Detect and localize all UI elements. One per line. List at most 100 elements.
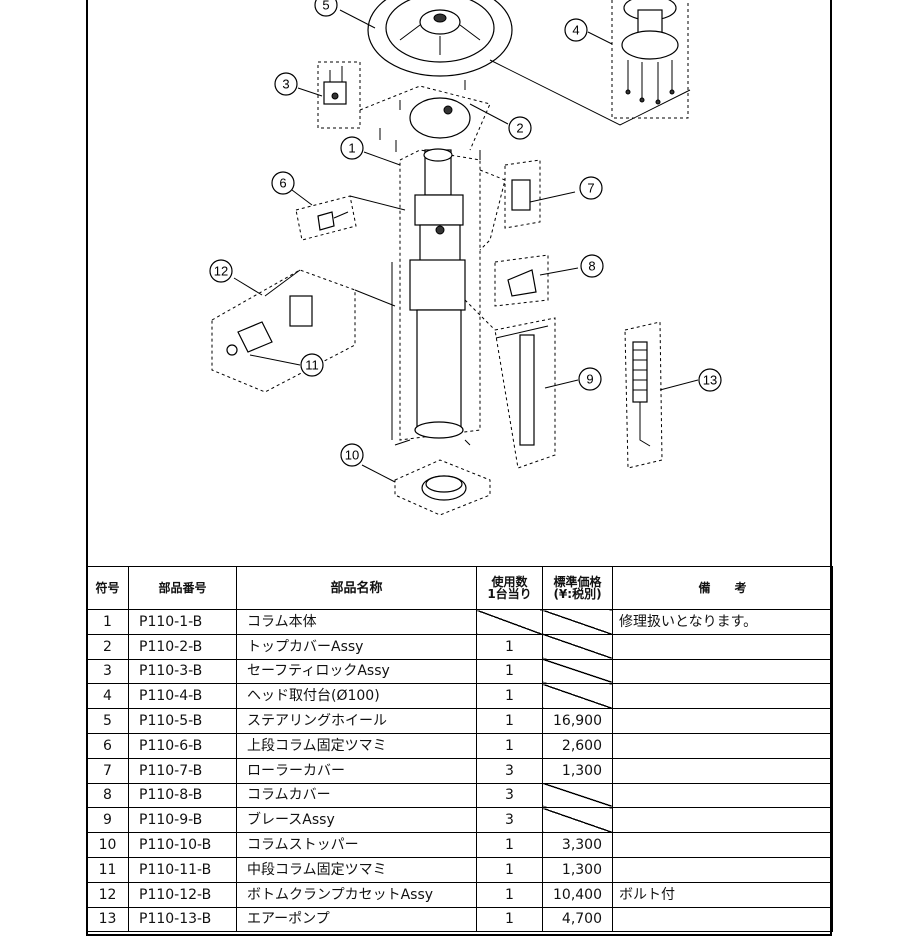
bottom-clamp-part <box>211 269 396 393</box>
row-part-no: P110-6-B <box>128 732 237 759</box>
row-price <box>542 658 613 685</box>
row-price <box>542 807 613 834</box>
row-qty: 1 <box>476 708 543 734</box>
row-price <box>542 609 613 635</box>
row-qty: 1 <box>476 856 543 883</box>
svg-text:9: 9 <box>586 372 593 387</box>
row-name: ヘッド取付台(Ø100) <box>236 683 477 710</box>
callout-2: 2 <box>469 103 532 140</box>
row-note <box>612 732 833 759</box>
row-name: セーフティロックAssy <box>236 658 477 685</box>
row-name: ローラーカバー <box>236 757 477 784</box>
svg-text:7: 7 <box>587 181 594 196</box>
callout-13: 13 <box>698 368 722 392</box>
row-qty: 1 <box>476 732 543 759</box>
head-mount-part <box>611 0 689 119</box>
svg-text:10: 10 <box>345 448 359 463</box>
row-price: 3,300 <box>542 832 613 858</box>
roller-cover-part <box>479 159 576 251</box>
header-note: 備 考 <box>612 566 833 610</box>
callout-10: 10 <box>340 443 364 467</box>
row-qty: 3 <box>476 757 543 784</box>
row-qty: 1 <box>476 832 543 858</box>
row-name: 中段コラム固定ツマミ <box>236 856 477 883</box>
upper-knob-part <box>295 195 406 241</box>
row-price: 1,300 <box>542 757 613 784</box>
row-name: コラムカバー <box>236 782 477 809</box>
svg-text:3: 3 <box>282 77 289 92</box>
row-note <box>612 832 833 858</box>
row-no: 13 <box>86 906 129 933</box>
callout-8: 8 <box>580 254 604 278</box>
header-qty-line1: 使用数 <box>491 575 528 589</box>
svg-text:13: 13 <box>703 373 717 388</box>
row-note <box>612 708 833 734</box>
row-no: 8 <box>86 782 129 809</box>
row-no: 1 <box>86 609 129 635</box>
row-note: ボルト付 <box>612 881 833 908</box>
row-price <box>542 782 613 809</box>
svg-text:1: 1 <box>348 141 355 156</box>
svg-text:4: 4 <box>572 23 579 38</box>
row-part-no: P110-4-B <box>128 683 237 710</box>
row-note <box>612 633 833 660</box>
safety-lock-part <box>317 61 361 129</box>
row-qty: 1 <box>476 658 543 685</box>
exploded-parts-diagram: 5 4 3 2 1 6 7 12 8 11 9 13 10 <box>209 0 722 516</box>
row-no: 9 <box>86 807 129 834</box>
callout-6: 6 <box>271 171 313 206</box>
row-name: ボトムクランプカセットAssy <box>236 881 477 908</box>
svg-text:11: 11 <box>305 358 319 373</box>
row-note <box>612 683 833 710</box>
row-part-no: P110-12-B <box>128 881 237 908</box>
row-qty: 1 <box>476 633 543 660</box>
row-part-no: P110-10-B <box>128 832 237 858</box>
row-price: 10,400 <box>542 881 613 908</box>
svg-text:2: 2 <box>516 121 523 136</box>
row-note <box>612 906 833 933</box>
row-qty: 1 <box>476 683 543 710</box>
callout-5: 5 <box>314 0 376 29</box>
row-no: 12 <box>86 881 129 908</box>
row-qty <box>476 609 543 635</box>
row-note: 修理扱いとなります。 <box>612 609 833 635</box>
svg-text:8: 8 <box>588 259 595 274</box>
row-price: 2,600 <box>542 732 613 759</box>
svg-text:6: 6 <box>279 176 286 191</box>
column-stopper-part <box>394 459 491 516</box>
column-body-part <box>391 148 481 446</box>
callout-1: 1 <box>340 136 401 166</box>
brace-part <box>464 299 579 469</box>
row-note <box>612 757 833 784</box>
header-price-line2: (¥:税別) <box>553 587 602 601</box>
header-no: 符号 <box>86 566 129 610</box>
header-price-line1: 標準価格 <box>553 575 602 589</box>
callout-7: 7 <box>579 176 603 200</box>
steering-wheel-part <box>367 0 513 77</box>
callout-9: 9 <box>578 367 602 391</box>
svg-text:12: 12 <box>214 264 228 279</box>
row-part-no: P110-8-B <box>128 782 237 809</box>
row-price <box>542 683 613 710</box>
air-pump-part <box>624 321 699 469</box>
row-note <box>612 856 833 883</box>
row-name: コラム本体 <box>236 609 477 635</box>
row-price <box>542 633 613 660</box>
header-price: 標準価格(¥:税別) <box>542 566 613 610</box>
row-no: 6 <box>86 732 129 759</box>
row-name: ブレースAssy <box>236 807 477 834</box>
row-no: 11 <box>86 856 129 883</box>
row-part-no: P110-7-B <box>128 757 237 784</box>
column-cover-part <box>494 254 579 307</box>
